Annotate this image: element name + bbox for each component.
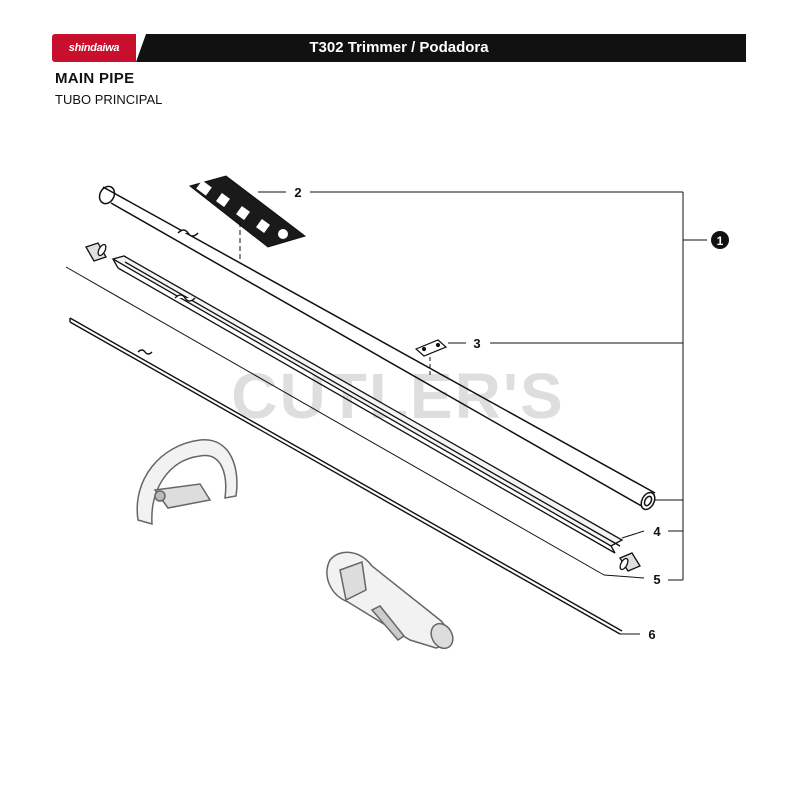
drive-shaft [69, 317, 623, 635]
liner-channel [111, 255, 624, 554]
header-bar [136, 34, 746, 62]
callout-3-label: 3 [473, 336, 480, 351]
model-title: T302 Trimmer / Podadora [309, 39, 489, 56]
warning-decal-icon [188, 175, 307, 248]
section-subtitle: TUBO PRINCIPAL [55, 92, 163, 107]
callout-2-label: 2 [294, 185, 301, 200]
clamp-plate-icon [414, 339, 448, 357]
throttle-handle-icon [326, 551, 454, 650]
header-banner: shindaiwa T302 Trimmer / Podadora [52, 34, 746, 62]
callout-4-label: 4 [653, 524, 661, 539]
callout-1-label: 1 [717, 234, 724, 248]
loop-handle-icon [136, 439, 238, 526]
callout-6-label: 6 [648, 627, 655, 642]
callout-1-badge [711, 231, 729, 249]
bushing-left [85, 242, 107, 262]
bushing-axis-line [65, 266, 605, 576]
bushing-right [619, 552, 641, 572]
callout-5-label: 5 [653, 572, 660, 587]
main-pipe [98, 185, 656, 511]
section-title: MAIN PIPE [55, 70, 135, 87]
callout-bracket [258, 191, 707, 635]
shindaiwa-logo: shindaiwa [52, 34, 136, 62]
brand-name: shindaiwa [68, 42, 120, 54]
